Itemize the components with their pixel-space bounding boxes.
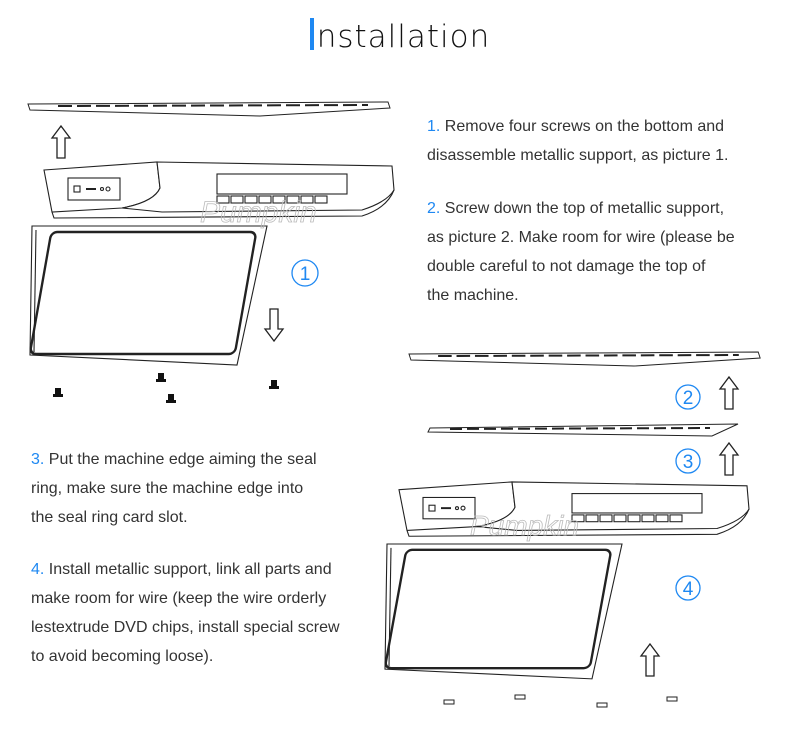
dvd-player-drawing-1 [28, 160, 396, 367]
picture-label-3: 3 [675, 448, 701, 474]
picture-label-2: 2 [675, 384, 701, 410]
page-title: nstallation [0, 18, 800, 55]
seal-ring-plate [427, 423, 739, 437]
step-number: 4. [31, 561, 45, 578]
step-text: ring, make sure the machine edge into [31, 480, 304, 497]
arrow-up-icon [51, 125, 71, 159]
top-plate-2 [408, 351, 762, 367]
step-3: 3. Put the machine edge aiming the seal … [31, 445, 317, 532]
step-text: lestextrude DVD chips, install special s… [31, 619, 340, 636]
svg-text:3: 3 [683, 452, 694, 473]
step-text: as picture 2. Make room for wire (please… [427, 229, 735, 246]
title-accent-bar [309, 18, 314, 50]
step-text: disassemble metallic support, as picture… [427, 147, 729, 164]
title-text: nstallation [316, 19, 491, 55]
svg-text:2: 2 [683, 388, 694, 409]
step-number: 1. [427, 118, 441, 135]
step-text: make room for wire (keep the wire orderl… [31, 590, 327, 607]
step-number: 2. [427, 200, 441, 217]
arrow-down-icon [264, 308, 284, 342]
step-1: 1. Remove four screws on the bottom and … [427, 112, 728, 170]
step-text: Screw down the top of metallic support, [444, 200, 725, 217]
picture-label-1: 1 [291, 259, 319, 287]
step-4: 4. Install metallic support, link all pa… [31, 555, 340, 671]
step-text: Remove four screws on the bottom and [444, 118, 725, 135]
step-text: to avoid becoming loose). [31, 648, 214, 665]
picture-label-4: 4 [675, 575, 701, 601]
watermark-logo: Pumpkin [470, 510, 579, 541]
step-2: 2. Screw down the top of metallic suppor… [427, 194, 735, 310]
step-text: the machine. [427, 287, 519, 304]
screw-icon [53, 373, 279, 403]
svg-text:1: 1 [300, 264, 311, 285]
step-number: 3. [31, 451, 45, 468]
step-text: Install metallic support, link all parts… [48, 561, 332, 578]
step-text: double careful to not damage the top of [427, 258, 706, 275]
screw-icon [443, 694, 678, 708]
step-text: the seal ring card slot. [31, 509, 188, 526]
watermark-logo: Pumpkin [200, 196, 317, 229]
svg-text:4: 4 [683, 579, 694, 600]
top-plate-1 [27, 101, 391, 117]
step-text: Put the machine edge aiming the seal [48, 451, 317, 468]
